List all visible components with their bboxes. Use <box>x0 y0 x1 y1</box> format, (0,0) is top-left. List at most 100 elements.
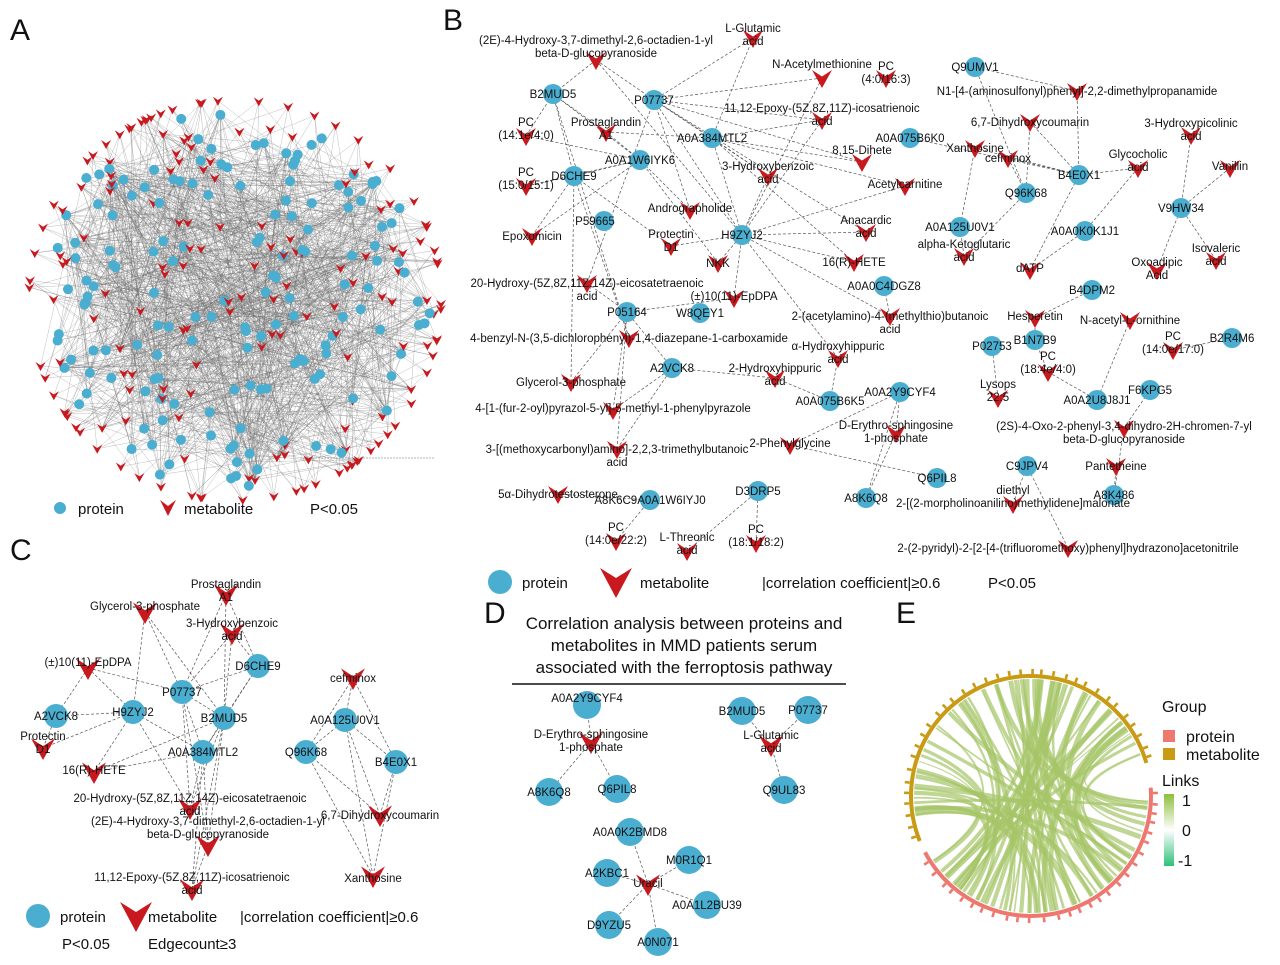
edge <box>85 140 185 303</box>
edge <box>345 356 348 450</box>
protein-node <box>92 199 103 210</box>
edge <box>183 246 276 278</box>
protein-node <box>187 178 198 189</box>
metabolite-node <box>329 302 340 312</box>
edge <box>102 340 193 429</box>
edge <box>236 459 359 463</box>
protein-node <box>399 267 410 278</box>
edge <box>260 389 412 404</box>
metabolite-node <box>1163 342 1183 360</box>
edge <box>670 234 743 247</box>
edge <box>626 311 673 369</box>
edge <box>45 254 284 378</box>
legend-protein-label: protein <box>78 501 124 518</box>
edge <box>34 208 400 254</box>
edge <box>686 490 759 552</box>
edge <box>119 298 274 349</box>
edge <box>178 417 234 446</box>
metabolite-node <box>876 70 896 88</box>
protein-tick <box>959 896 965 903</box>
metabolite-node <box>101 139 112 149</box>
edge <box>151 292 155 445</box>
edge <box>230 251 306 449</box>
node-label: Xanthosine <box>946 143 1004 155</box>
metabolite-node <box>363 160 374 170</box>
metabolite-node <box>765 370 785 388</box>
metabolite-node <box>244 473 255 483</box>
protein-node <box>245 380 256 391</box>
edge <box>89 263 438 374</box>
edge <box>181 593 227 693</box>
legend-links-tick-mid: 0 <box>1182 823 1191 840</box>
protein-node <box>306 139 317 150</box>
protein-node <box>139 182 150 193</box>
edge <box>306 315 381 330</box>
metabolite-node <box>224 307 235 317</box>
protein-tick <box>1138 851 1145 856</box>
protein-node <box>394 203 405 214</box>
edge <box>191 717 225 890</box>
edge <box>345 388 412 429</box>
edge <box>1012 465 1028 505</box>
edge <box>274 214 434 314</box>
protein-node <box>121 700 145 724</box>
edge <box>119 134 154 252</box>
protein-node <box>294 740 318 764</box>
edge <box>236 363 296 463</box>
protein-node <box>63 284 74 295</box>
metabolite-node <box>265 125 276 135</box>
protein-node <box>1140 380 1160 400</box>
panel-a-nodes <box>24 96 446 505</box>
edge <box>789 391 901 446</box>
metabolite-node <box>196 835 220 857</box>
edge <box>266 181 373 389</box>
metabolite-tick <box>1105 695 1112 702</box>
edge <box>105 248 394 294</box>
metabolite-tick <box>919 732 926 738</box>
edge <box>305 751 381 816</box>
edge <box>42 227 333 336</box>
metabolite-tick <box>983 677 988 683</box>
protein-node <box>316 133 327 144</box>
metabolite-node <box>348 278 359 288</box>
metabolite-node <box>812 112 832 130</box>
metabolite-node <box>57 206 68 216</box>
edge <box>250 168 391 386</box>
edge <box>181 665 259 693</box>
edge <box>93 717 225 773</box>
edge <box>75 242 434 314</box>
node-label: A0A0K2BMD8 <box>593 827 667 839</box>
metabolite-tick <box>1095 687 1100 694</box>
metabolite-node <box>183 132 194 142</box>
metabolite-tick <box>906 767 913 772</box>
edge <box>55 711 134 717</box>
legend-protein-label: protein <box>60 909 106 926</box>
metabolite-node <box>743 30 763 48</box>
protein-node <box>573 691 601 719</box>
protein-node <box>333 180 344 191</box>
edge <box>79 389 262 432</box>
protein-node <box>1075 221 1095 241</box>
edge <box>53 204 84 238</box>
edge <box>179 161 309 230</box>
edge <box>75 242 437 341</box>
edge <box>85 302 396 426</box>
protein-node <box>347 250 358 261</box>
node-label: (2E)-4-Hydroxy-3,7-dimethyl-2,6-octadien… <box>91 816 325 841</box>
metabolite-node <box>71 423 82 433</box>
protein-node <box>820 391 840 411</box>
node-label: Xanthosine <box>344 873 402 885</box>
metabolite-node <box>516 128 536 146</box>
edge <box>339 316 344 473</box>
edge <box>314 115 333 336</box>
edge <box>145 119 231 312</box>
protein-node <box>321 348 332 359</box>
edge <box>254 460 358 481</box>
protein-tick <box>1005 915 1009 921</box>
metabolite-node <box>62 412 73 422</box>
node-label: 20-Hydroxy-(5Z,8Z,11Z,14Z)-eicosatetraen… <box>470 278 703 303</box>
node-label: (2E)-4-Hydroxy-3,7-dimethyl-2,6-octadien… <box>479 35 713 60</box>
